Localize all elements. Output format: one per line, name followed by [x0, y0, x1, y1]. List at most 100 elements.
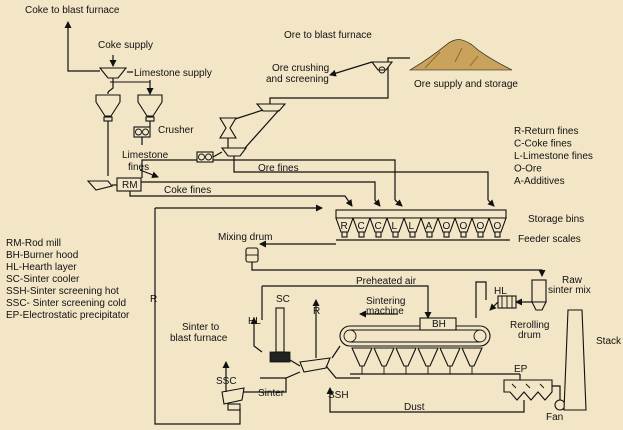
ore-fines-arrow: [487, 199, 495, 207]
ore-pile: [408, 39, 513, 71]
coke-fines-line-a: [162, 181, 381, 207]
label-raw-1: Raw: [562, 275, 583, 286]
label-raw-2: sinter mix: [548, 285, 591, 296]
legend-item: SC-Sinter cooler: [6, 274, 80, 285]
wind-box: [351, 347, 373, 367]
return-fines-loop: [154, 208, 241, 425]
label-reroll-1: Rerolling: [510, 320, 549, 331]
limestone-to-bin: [394, 199, 403, 207]
dust-line: [326, 387, 525, 413]
storage-bin-9: O: [471, 217, 490, 238]
coke-to-bf-arrow: [64, 21, 100, 72]
label-sbf-2: blast furnace: [170, 333, 228, 344]
storage-bin-3: C: [369, 217, 388, 238]
reroll-to-machine: [489, 301, 499, 311]
rod-mill: [86, 177, 142, 192]
ore-screen-diag2: [244, 109, 280, 149]
storage-bin-7: O: [437, 217, 456, 238]
legend-item: C-Coke fines: [514, 139, 572, 150]
coke-supply-hopper: [98, 67, 128, 93]
wind-box: [395, 347, 417, 367]
storage-bin-label: O: [443, 221, 451, 232]
storage-bin-label: O: [477, 221, 485, 232]
label-coke-to-bf: Coke to blast furnace: [25, 5, 120, 16]
label-preheated-air: Preheated air: [356, 276, 417, 287]
label-fan: Fan: [546, 412, 563, 423]
ore-screen: [255, 103, 287, 112]
ep-to-fan: [552, 385, 561, 400]
label-limestone-supply: Limestone supply: [134, 68, 212, 79]
label-coke-fines: Coke fines: [164, 185, 211, 196]
sinter-cooler: [269, 307, 291, 363]
legend-item: HL-Hearth layer: [6, 262, 77, 273]
storage-bin-label: A: [426, 221, 433, 232]
fan: [554, 399, 566, 411]
preheated-air-line: [262, 285, 432, 319]
limestone-bin: [137, 94, 163, 122]
limestone-crusher: [133, 126, 151, 138]
label-rm: RM: [122, 180, 138, 191]
label-ep: EP: [514, 364, 528, 375]
label-sinter: Sinter: [258, 388, 285, 399]
ore-rolls-link: [212, 151, 223, 158]
legend-item: O-Ore: [514, 164, 542, 175]
label-feeder-scales: Feeder scales: [518, 234, 581, 245]
wind-boxes: [351, 347, 483, 374]
storage-bin-4: L: [386, 217, 405, 238]
storage-bin-label: L: [392, 221, 398, 232]
ore-crusher-rolls: [196, 151, 214, 163]
label-r-mid: R: [313, 306, 320, 317]
ore-to-bf-arrow: [329, 61, 373, 77]
stack: [563, 309, 587, 411]
sinter-line-a: [260, 371, 301, 379]
limestone-fines-arrow: [139, 169, 159, 179]
storage-bin-8: O: [454, 217, 473, 238]
label-ore-fines: Ore fines: [258, 163, 299, 174]
label-reroll-2: drum: [518, 330, 541, 341]
label-ssh: SSH: [328, 390, 349, 401]
sc-out: [289, 359, 301, 367]
ore-screen-diag: [231, 109, 264, 121]
storage-bin-5: L: [403, 217, 422, 238]
storage-bin-label: O: [494, 221, 502, 232]
machine-to-ssh: [331, 345, 341, 359]
label-sint-2: machine: [366, 306, 404, 317]
storage-bin-1: R: [335, 217, 354, 238]
mixed-to-raw: [251, 262, 546, 277]
ore-to-screen: [269, 72, 389, 104]
legend-item: A-Additives: [514, 176, 565, 187]
label-coke-supply: Coke supply: [98, 40, 153, 51]
label-ore-crushing-2: and screening: [266, 74, 329, 85]
mixing-drum: [245, 247, 259, 263]
ssh-to-return: [325, 365, 360, 379]
sinter-screen-hot: [299, 357, 331, 373]
ore-supply-arrow-path: [387, 57, 410, 72]
label-limestone-fines-2: fines: [128, 162, 149, 173]
label-ssc: SSC: [216, 376, 237, 387]
label-bh: BH: [432, 319, 446, 330]
ore-fines-line: [233, 156, 489, 200]
wind-box: [417, 347, 439, 367]
wind-box: [373, 347, 395, 367]
label-mixing-drum: Mixing drum: [218, 232, 272, 243]
rerolling-drum: [497, 295, 517, 309]
legend-item: EP-Electrostatic precipitator: [6, 310, 130, 321]
ore-crusher: [219, 117, 237, 139]
storage-bin-10: O: [488, 217, 507, 238]
storage-bin-label: C: [375, 221, 382, 232]
raw-sinter-mix-hopper: [531, 279, 547, 311]
coke-fines-line-b: [129, 191, 353, 207]
label-limestone-fines-1: Limestone: [122, 150, 169, 161]
label-stack: Stack: [596, 336, 622, 347]
label-storage-bins: Storage bins: [528, 214, 584, 225]
label-ore-to-bf: Ore to blast furnace: [284, 30, 372, 41]
legend-item: L-Limestone fines: [514, 151, 593, 162]
legend-item: SSH-Sinter screening hot: [6, 286, 119, 297]
